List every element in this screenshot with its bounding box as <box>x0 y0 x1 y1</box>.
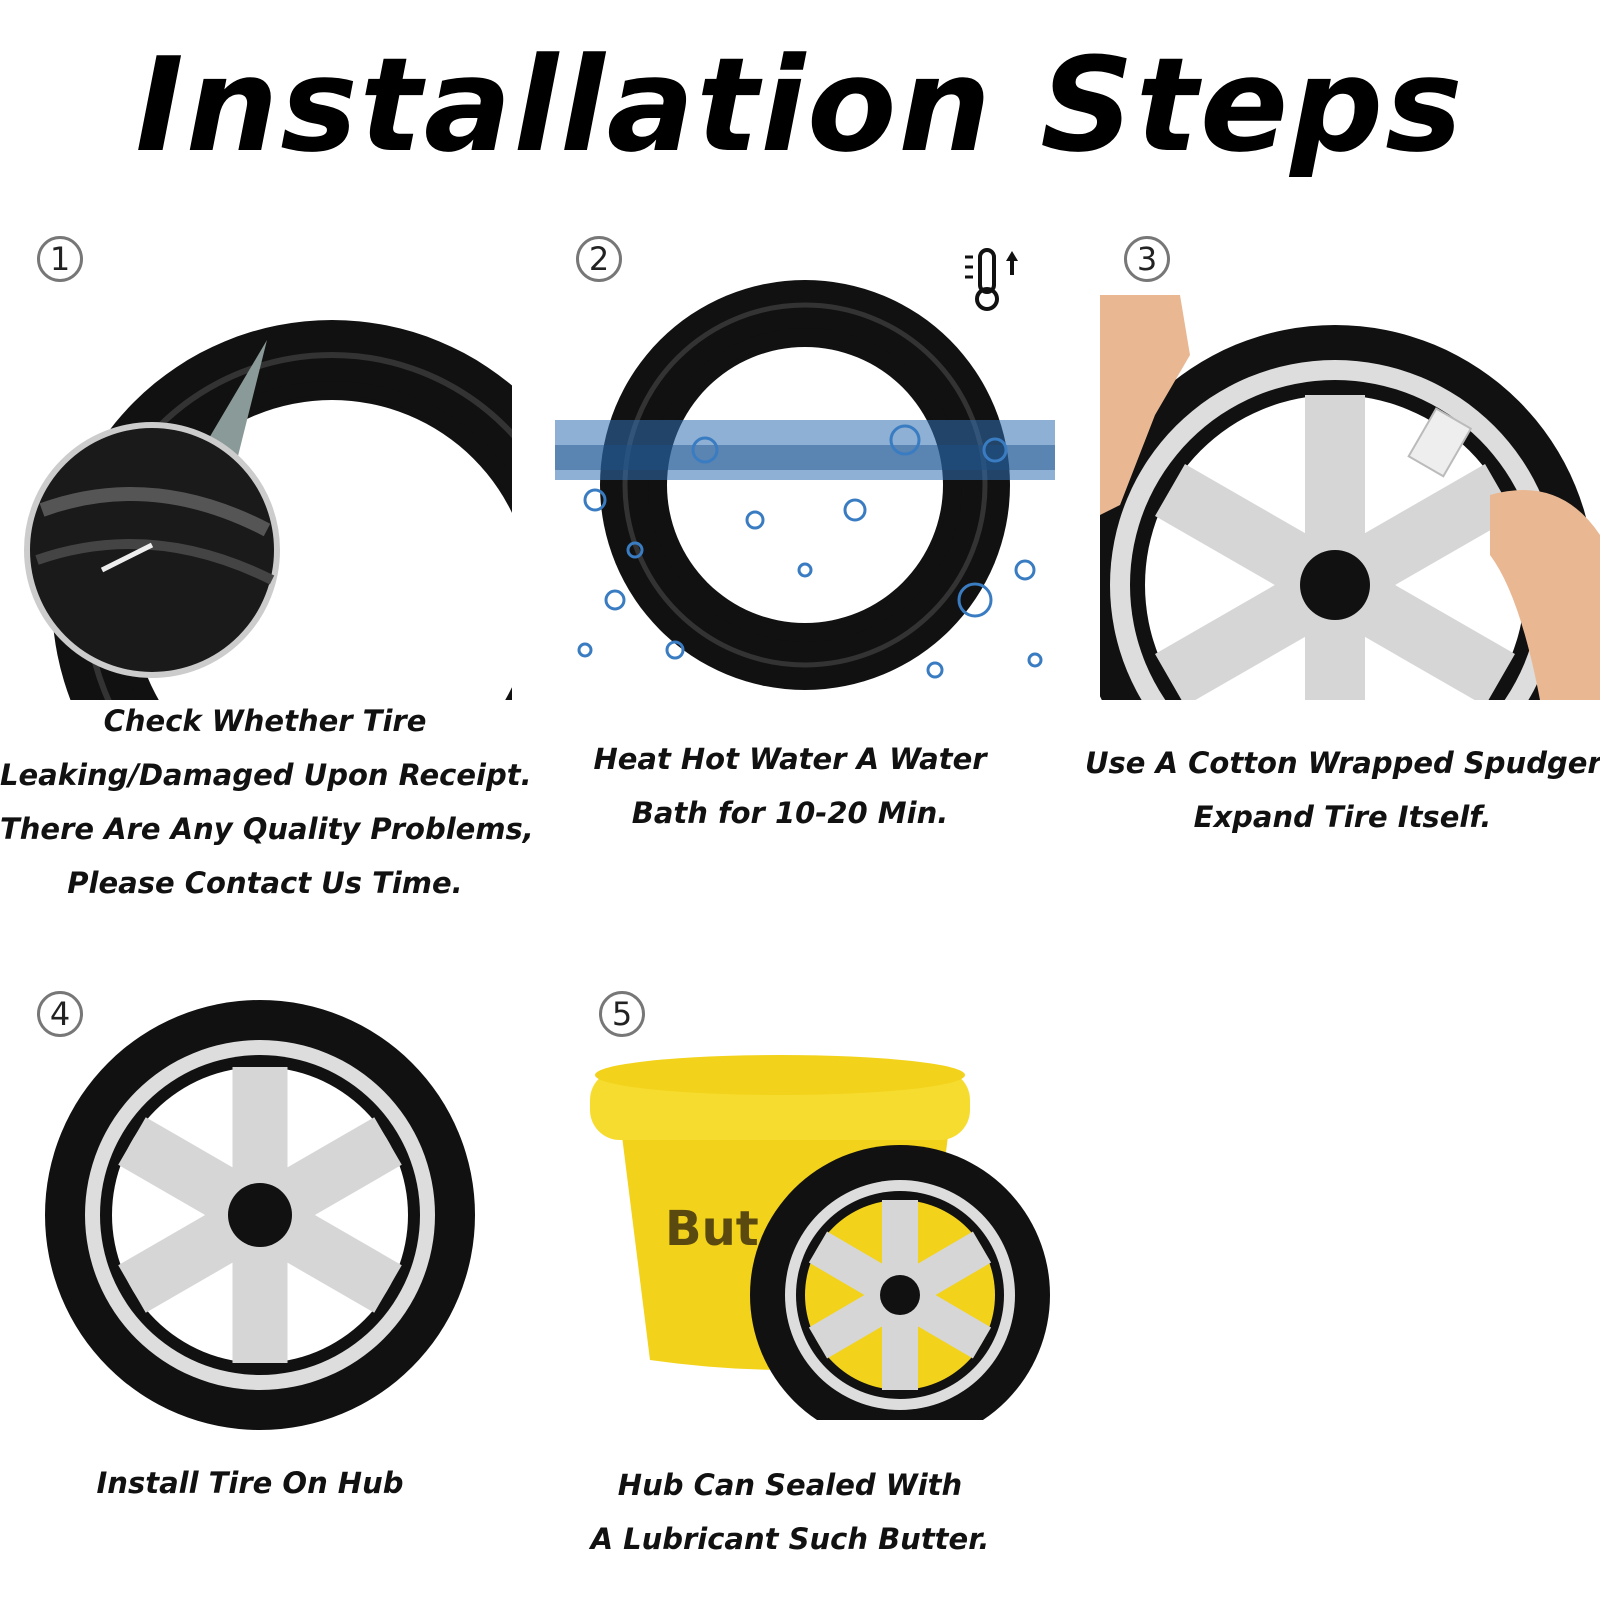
step-number-1: 1 <box>37 236 83 282</box>
caption-line: Use A Cotton Wrapped Spudger <box>1085 746 1600 780</box>
step-2-caption: Heat Hot Water A Water Bath for 10-20 Mi… <box>540 732 1040 840</box>
caption-line: Check Whether Tire <box>103 704 427 738</box>
caption-line: Please Contact Us Time. <box>67 866 463 900</box>
page-title: Installation Steps <box>135 29 1465 181</box>
thermometer-icon <box>965 248 1018 311</box>
caption-line: Leaking/Damaged Upon Receipt. <box>0 758 532 792</box>
step-number-4: 4 <box>37 991 83 1037</box>
bucket-label: But <box>665 1201 759 1257</box>
step-number-3: 3 <box>1124 236 1170 282</box>
step-1-caption: Check Whether Tire Leaking/Damaged Upon … <box>0 694 534 910</box>
caption-line: A Lubricant Such Butter. <box>590 1522 990 1556</box>
step-number-2: 2 <box>576 236 622 282</box>
hand-icon <box>1100 295 1190 515</box>
step-number-5: 5 <box>599 991 645 1037</box>
step-3-caption: Use A Cotton Wrapped Spudger Expand Tire… <box>1085 736 1600 844</box>
step-4-caption: Install Tire On Hub <box>0 1456 500 1510</box>
step-3-image <box>1100 295 1600 700</box>
caption-line: Expand Tire Itself. <box>1193 800 1492 834</box>
step-1-image <box>24 320 512 700</box>
magnifier-detail <box>24 422 280 678</box>
caption-line: There Are Any Quality Problems, <box>0 812 534 846</box>
caption-line: Bath for 10-20 Min. <box>631 796 949 830</box>
caption-line: Install Tire On Hub <box>96 1466 404 1500</box>
caption-line: Hub Can Sealed With <box>617 1468 963 1502</box>
butter-bucket-icon: But <box>590 1055 1050 1420</box>
wheel-icon <box>45 1000 475 1430</box>
step-5-caption: Hub Can Sealed With A Lubricant Such But… <box>540 1458 1040 1566</box>
caption-line: Heat Hot Water A Water <box>593 742 987 776</box>
step-2-image <box>555 280 1055 690</box>
